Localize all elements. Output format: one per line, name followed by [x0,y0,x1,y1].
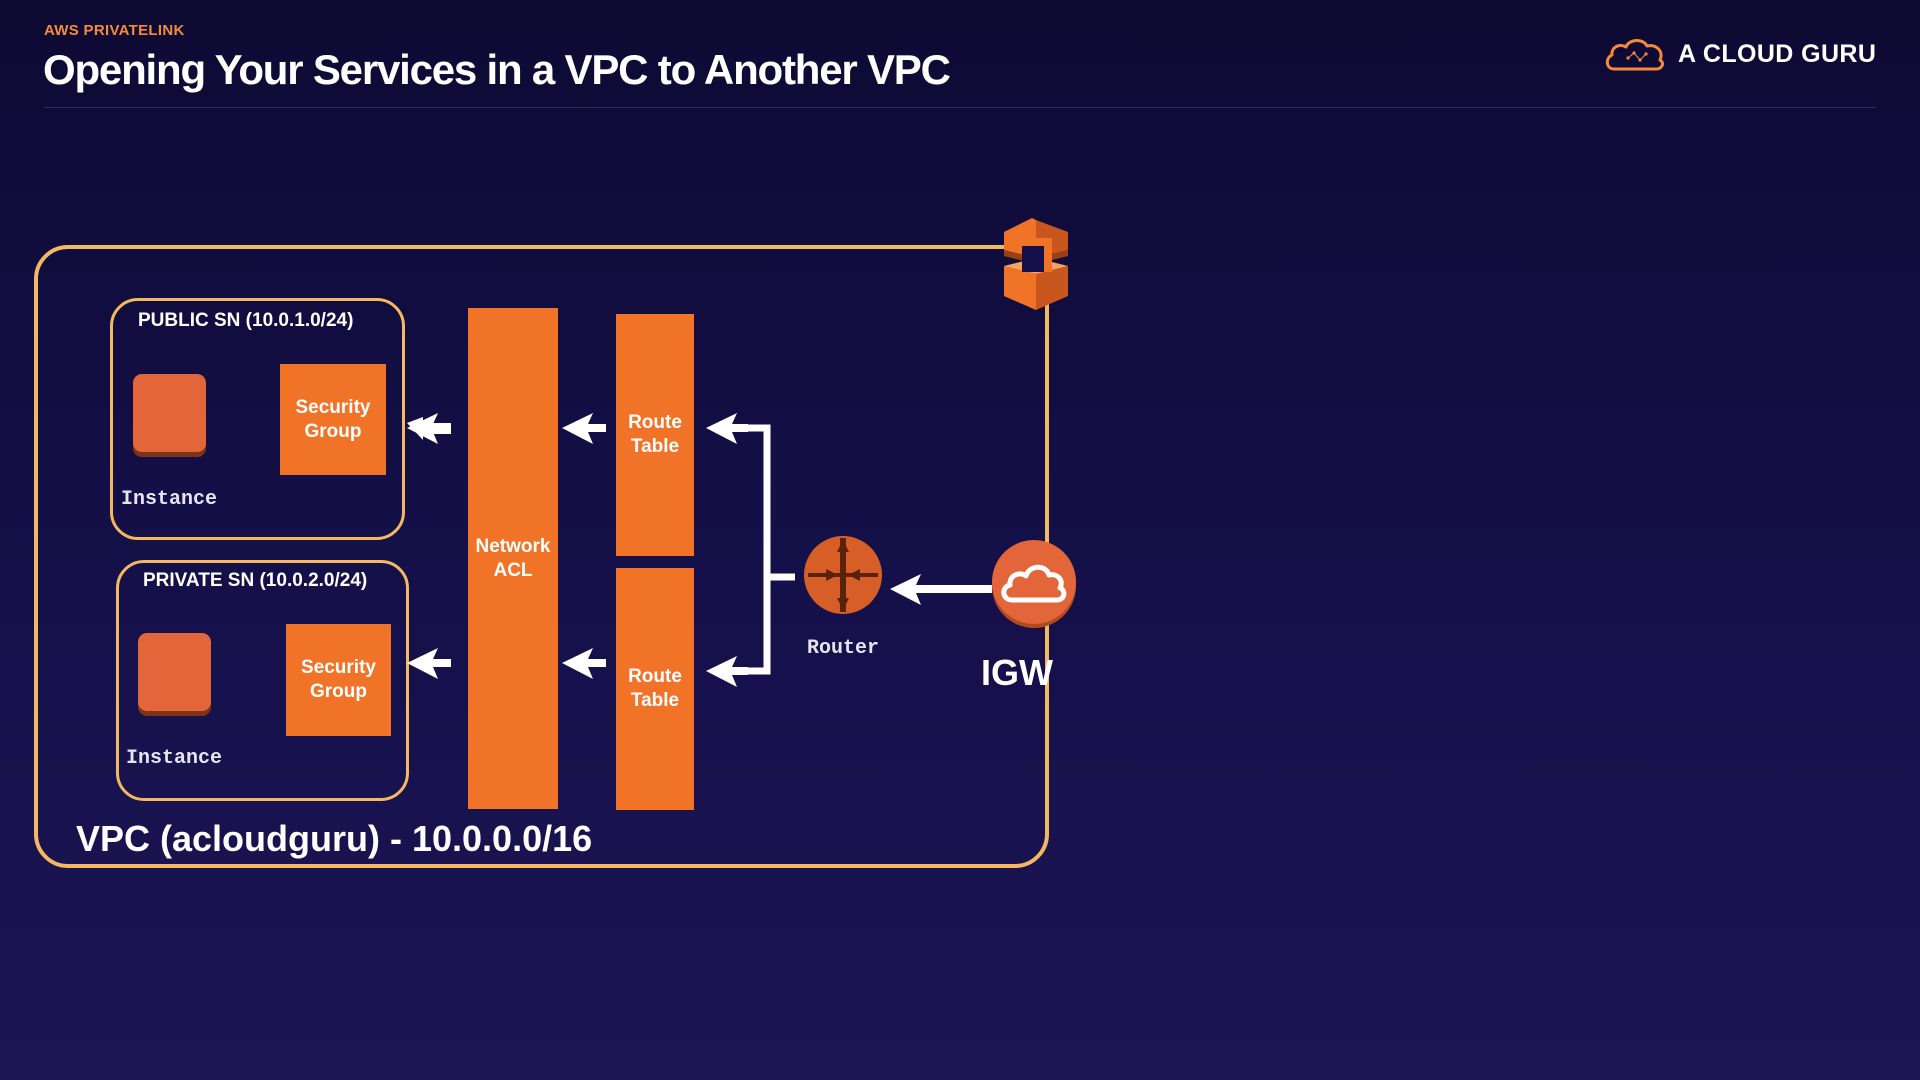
rt-bottom-line2: Table [630,690,680,711]
acl-line1: Network [475,535,551,557]
arrow-router-to-rt-bottom [706,656,748,687]
public-subnet-title: PUBLIC SN (10.0.1.0/24) [138,310,354,331]
public-instance-label: Instance [121,488,218,511]
brand-logo: A CLOUD GURU [1604,34,1876,74]
public-instance [133,374,206,452]
private-sg-line1: Security [301,657,376,679]
router-label: Router [807,637,880,660]
private-subnet [116,560,409,801]
private-instance-label: Instance [126,747,223,770]
rt-bottom-line1: Route [628,666,682,688]
rt-top-line1: Route [628,412,682,434]
acl-line2: ACL [493,559,533,581]
private-subnet-title: PRIVATE SN (10.0.2.0/24) [143,570,368,591]
router-icon [804,536,882,614]
arrow-router-to-rt-top [706,413,748,444]
arrow-rt-to-acl-bottom [562,648,606,679]
arrow-rt-to-acl-top [562,413,606,444]
brand-name: A CLOUD GURU [1678,39,1877,68]
vpc-label: VPC (acloudguru) - 10.0.0.0/16 [76,818,593,859]
igw-label: IGW [981,652,1053,693]
arrow-igw-to-router [890,574,992,605]
vpc-service-icon [1004,218,1068,310]
rt-top-line2: Table [630,436,680,457]
arrow-acl-to-private [407,648,451,679]
private-instance [138,633,211,711]
header-divider [44,107,1876,108]
router-branch-line [744,424,795,675]
private-sg-line2: Group [309,681,367,702]
igw-cloud-icon [992,540,1076,628]
page-title: Opening Your Services in a VPC to Anothe… [43,46,951,93]
cloud-logo-icon [1605,39,1665,71]
public-sg-line1: Security [295,396,371,418]
section-kicker: AWS PRIVATELINK [44,22,185,39]
public-subnet [110,298,405,540]
arrow-acl-to-public [407,413,451,444]
public-sg-line2: Group [304,420,362,442]
